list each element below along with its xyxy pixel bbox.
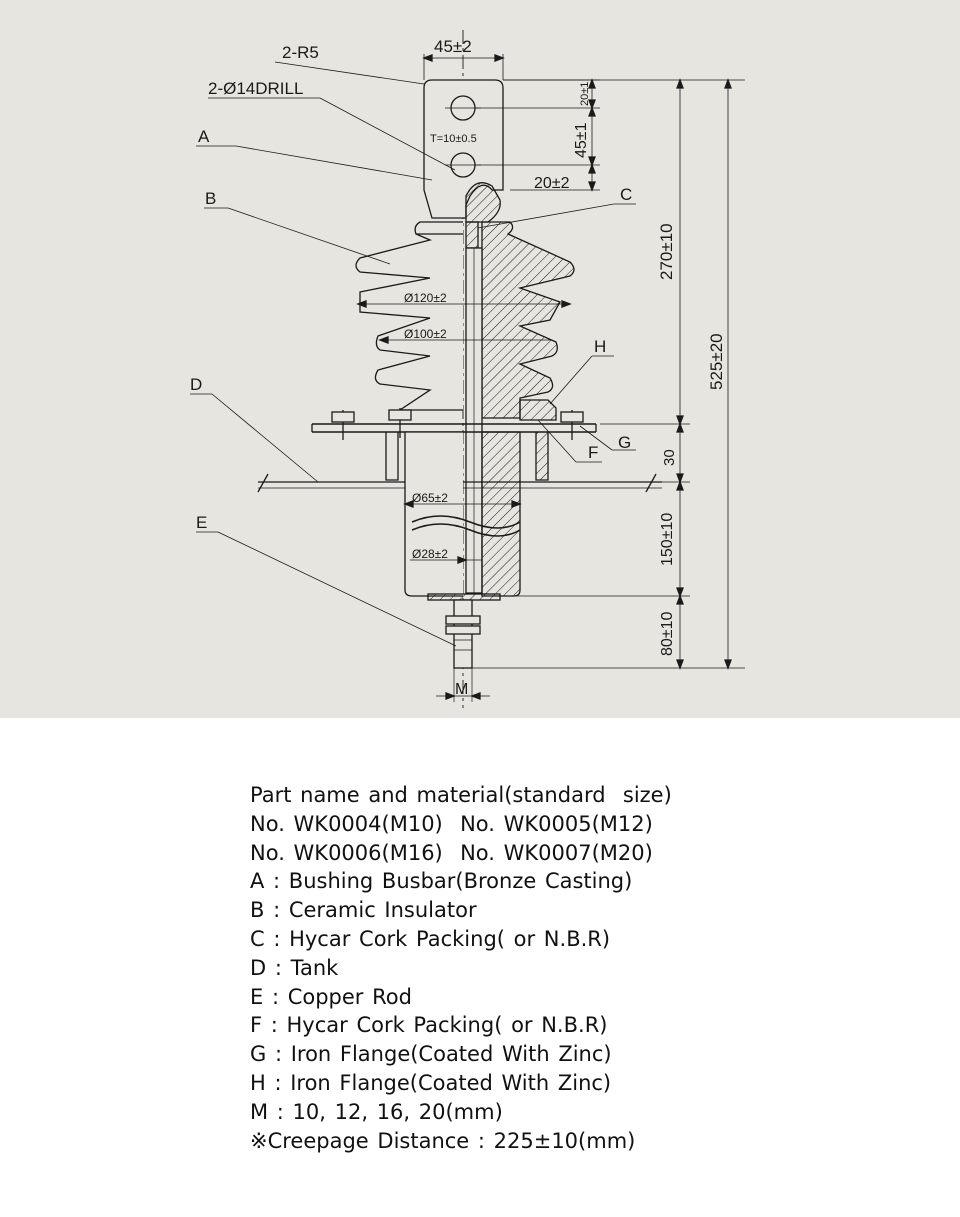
base-nut	[427, 593, 501, 601]
dim-upper-length: 270±10	[657, 223, 676, 280]
legend-item-e: E : Copper Rod	[250, 984, 412, 1009]
callout-f: F	[588, 443, 598, 462]
dim-rod-diameter: Ø28±2	[412, 547, 448, 561]
dim-lower-length: 150±10	[659, 513, 676, 566]
legend-item-f: F : Hycar Cork Packing( or N.B.R)	[250, 1013, 608, 1038]
dim-radius: 2-R5	[282, 43, 319, 62]
busbar-section-hatch	[465, 182, 501, 223]
cork-packing-c	[465, 221, 479, 249]
dim-thickness: T=10±0.5	[430, 133, 477, 145]
dim-rod-length: 80±10	[659, 612, 676, 656]
leader-r5	[274, 61, 425, 85]
callout-a: A	[198, 127, 210, 146]
callout-b: B	[205, 189, 216, 208]
legend-item-g: G : Iron Flange(Coated With Zinc)	[250, 1042, 612, 1067]
legend-item-m: M : 10, 12, 16, 20(mm)	[250, 1099, 503, 1124]
rod-nut-2	[445, 625, 481, 635]
bolt-left-1	[331, 410, 355, 440]
callout-d: D	[190, 375, 202, 394]
dim-hole-to-shoulder: 20±2	[534, 175, 570, 192]
insulator-right-section	[481, 221, 575, 419]
legend-creepage-distance: ※Creepage Distance : 225±10(mm)	[250, 1128, 636, 1153]
dim-thread: M	[455, 681, 468, 698]
bolt-left-2	[388, 408, 412, 438]
dim-shed-diameter: Ø120±2	[404, 291, 447, 305]
rod-nut-1	[445, 615, 481, 625]
legend-model-numbers-1: No. WK0004(M10) No. WK0005(M12)	[250, 811, 653, 836]
dim-drill: 2-Ø14DRILL	[208, 79, 303, 98]
legend-item-h: H : Iron Flange(Coated With Zinc)	[250, 1070, 612, 1095]
lower-body-right-section	[481, 431, 521, 597]
technical-drawing-panel: 45±2 2-R5 2-Ø14DRILL T=10±0.5 20±1 45±1 …	[0, 0, 960, 718]
dim-top-width: 45±2	[434, 37, 472, 56]
legend-item-b: B : Ceramic Insulator	[250, 898, 477, 923]
callout-e: E	[196, 513, 207, 532]
dim-hole-spacing: 45±1	[573, 122, 590, 158]
lower-body-left	[404, 431, 463, 597]
legend-item-a: A : Bushing Busbar(Bronze Casting)	[250, 869, 633, 894]
bushing-diagram: 45±2 2-R5 2-Ø14DRILL T=10±0.5 20±1 45±1 …	[190, 30, 745, 708]
legend-item-d: D : Tank	[250, 955, 339, 980]
callout-c: C	[620, 185, 632, 204]
legend-item-c: C : Hycar Cork Packing( or N.B.R)	[250, 926, 611, 951]
legend-model-numbers-2: No. WK0006(M16) No. WK0007(M20)	[250, 840, 653, 865]
callout-h: H	[594, 337, 606, 356]
legend-heading: Part name and material(standard size)	[250, 783, 672, 807]
callout-g: G	[618, 433, 631, 452]
dim-hole-offset-top: 20±1	[579, 82, 591, 106]
dim-tank-diameter: Ø65±2	[412, 491, 448, 505]
dim-total-length: 525±20	[707, 333, 726, 390]
dim-flange-height: 30	[661, 449, 678, 466]
insulator-left	[355, 221, 463, 411]
parts-legend: Part name and material(standard size) No…	[250, 781, 850, 1155]
flange-f-section	[519, 399, 557, 421]
dim-body-diameter: Ø100±2	[404, 327, 447, 341]
bolt-right	[560, 410, 584, 440]
